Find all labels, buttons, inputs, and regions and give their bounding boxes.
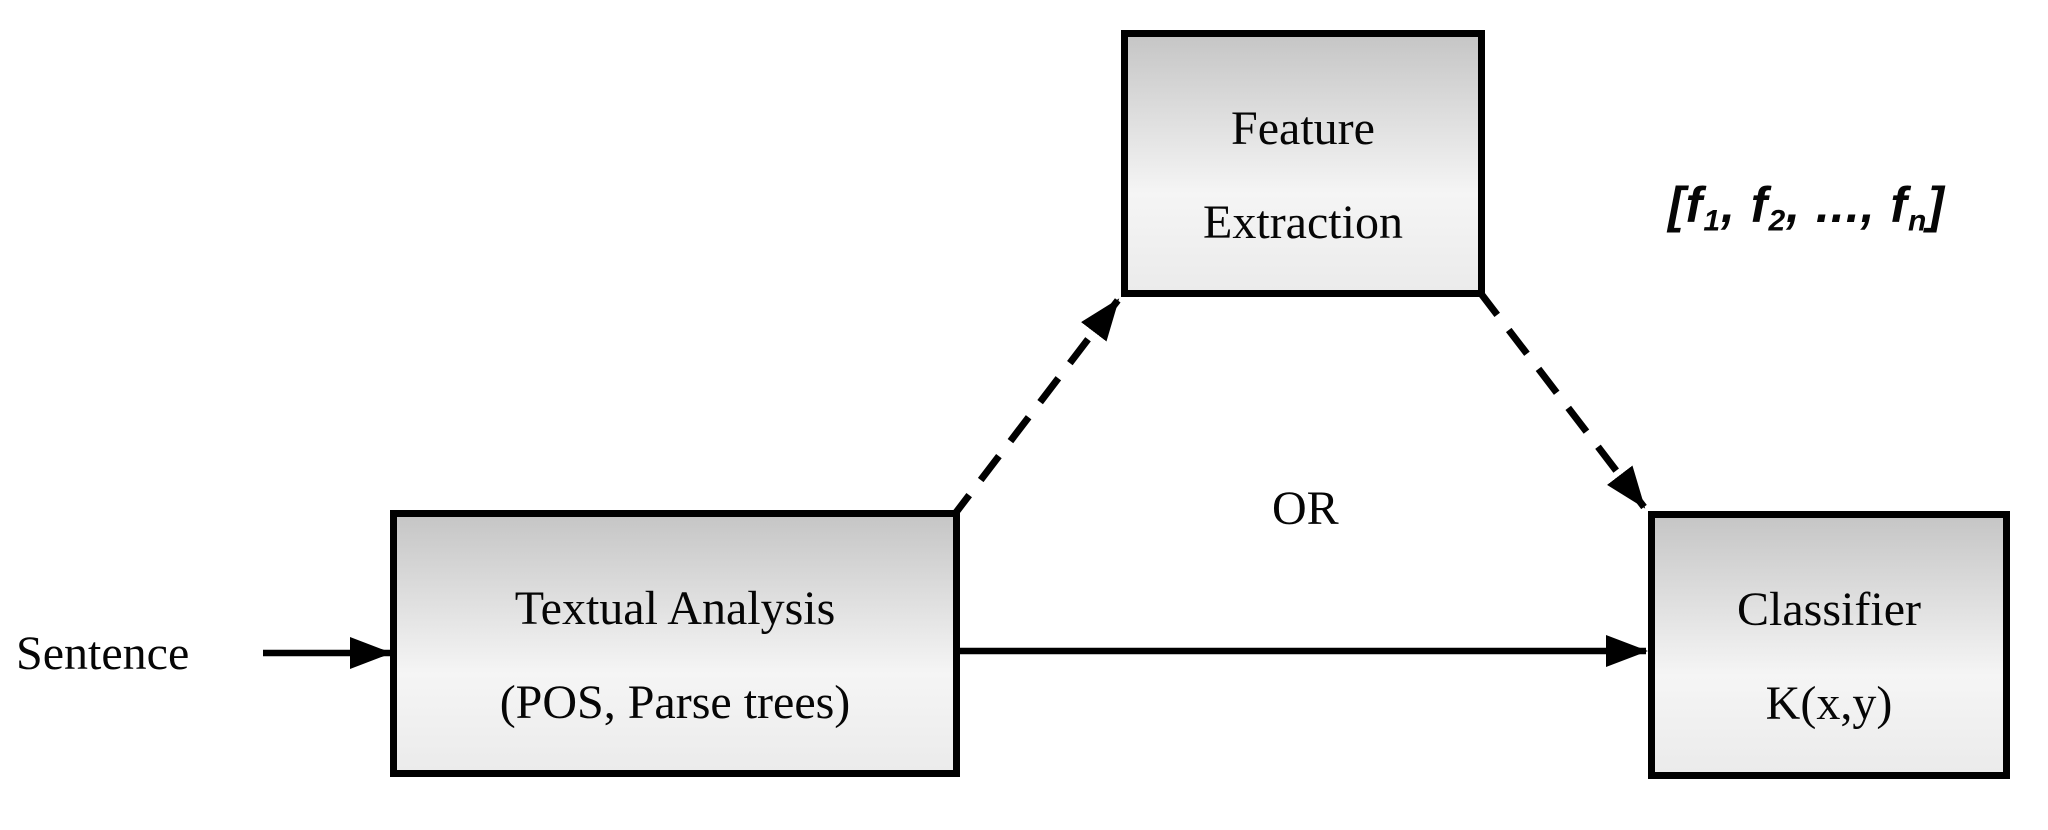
- classifier-label-line2: K(x,y): [1765, 677, 1893, 730]
- feature-vector-close: ]: [1927, 177, 1946, 233]
- textual-analysis-label-line2: (POS, Parse trees): [499, 675, 851, 729]
- feature-to-classifier-dashed-arrow: [1476, 288, 1647, 510]
- feature-vector-sub2: 2: [1768, 204, 1787, 238]
- feature-extraction-label-line1: Feature: [1231, 101, 1375, 155]
- feature-vector-ellipsis: , ..., f: [1786, 177, 1909, 233]
- feature-vector-mid1: , f: [1721, 177, 1769, 233]
- feature-extraction-box: Feature Extraction: [1121, 30, 1485, 297]
- sentence-input-label: Sentence: [16, 627, 190, 680]
- feature-vector-sub1: 1: [1703, 204, 1721, 238]
- textual-analysis-label-line1: Textual Analysis: [514, 581, 836, 635]
- feature-extraction-label-line2: Extraction: [1203, 195, 1403, 249]
- classifier-label-line1: Classifier: [1737, 583, 1921, 636]
- textual-analysis-box: Textual Analysis (POS, Parse trees): [390, 510, 960, 777]
- feature-vector-subn: n: [1908, 204, 1928, 238]
- or-label: OR: [1272, 482, 1339, 535]
- feature-vector-open: [f: [1668, 177, 1704, 233]
- textual-to-feature-dashed-arrow: [948, 297, 1121, 522]
- feature-vector-label: [f1, f2, ..., fn]: [1668, 176, 1946, 238]
- classifier-box: Classifier K(x,y): [1648, 511, 2010, 779]
